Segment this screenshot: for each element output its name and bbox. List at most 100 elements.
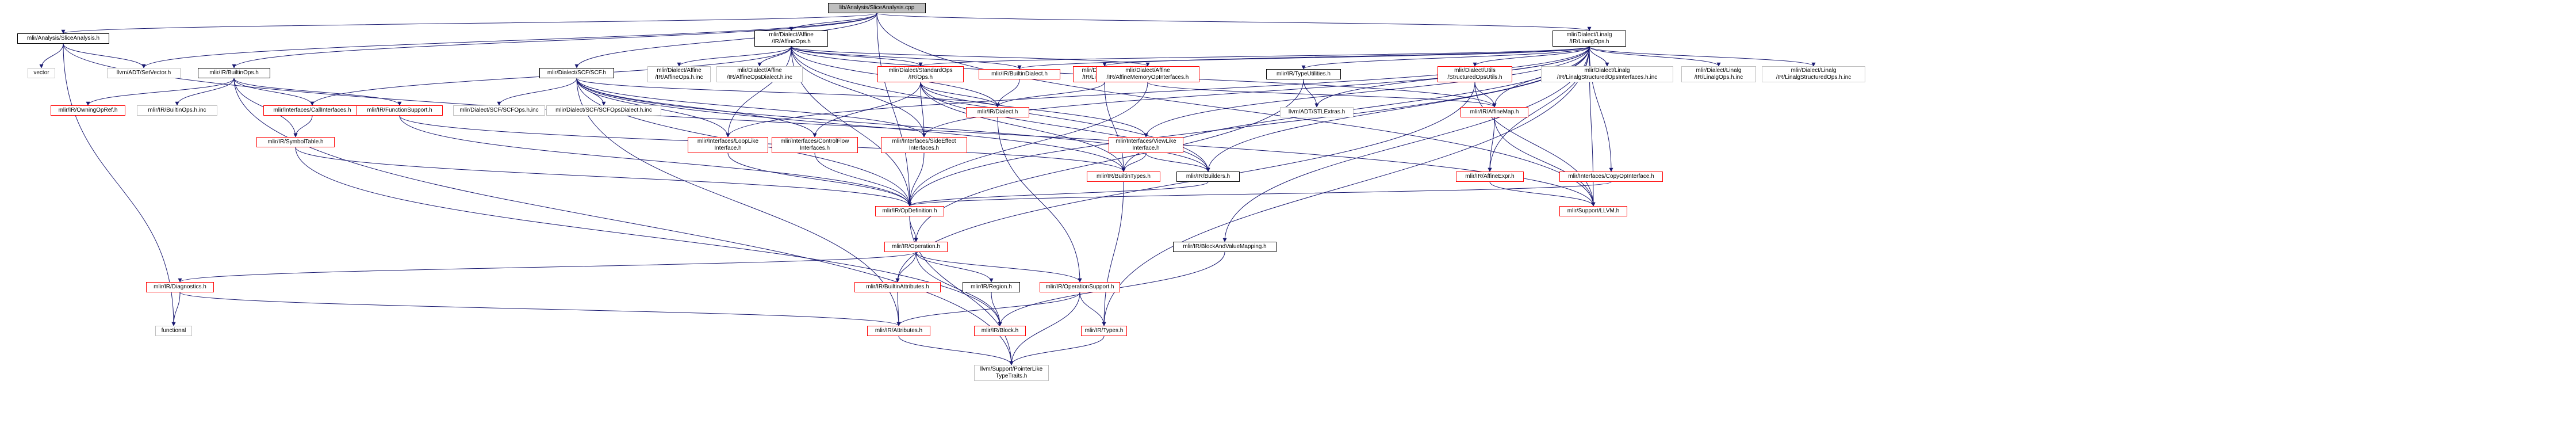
- edge-affineops-to-affinememory: [791, 46, 1150, 67]
- node-callinterfaces[interactable]: mlir/Interfaces/CallInterfaces.h: [263, 105, 361, 116]
- edge-affinemap-to-affineexpr: [1488, 117, 1495, 172]
- node-builtinops[interactable]: mlir/IR/BuiltinOps.h: [198, 68, 270, 78]
- node-dialect[interactable]: mlir/IR/Dialect.h: [966, 107, 1029, 117]
- node-affinememory[interactable]: mlir/Dialect/Affine/IR/AffineMemoryOpInt…: [1096, 66, 1199, 82]
- node-blockandvaluemapping[interactable]: mlir/IR/BlockAndValueMapping.h: [1173, 242, 1276, 252]
- edge-symboltable-to-block: [295, 147, 1002, 326]
- node-opdefinition[interactable]: mlir/IR/OpDefinition.h: [875, 206, 944, 216]
- node-functional[interactable]: functional: [155, 326, 192, 336]
- node-root[interactable]: lib/Analysis/SliceAnalysis.cpp: [828, 3, 926, 13]
- edge-linalgops-to-typeutilities: [1301, 46, 1590, 70]
- node-label: mlir/IR/OperationSupport.h: [1045, 284, 1114, 290]
- node-label: TypeTraits.h: [995, 373, 1028, 379]
- node-functionsupport[interactable]: mlir/IR/FunctionSupport.h: [356, 105, 443, 116]
- edge-affineexpr-to-llvmh: [1489, 181, 1596, 207]
- node-affinemap[interactable]: mlir/IR/AffineMap.h: [1460, 107, 1528, 117]
- node-scfopsdialectinc[interactable]: mlir/Dialect/SCF/SCFOpsDialect.h.inc: [546, 105, 661, 116]
- node-standardops[interactable]: mlir/Dialect/StandardOps/IR/Ops.h: [877, 66, 964, 82]
- edge-sideeffect-to-opdefinition: [907, 153, 925, 207]
- node-affineopsdialectinc[interactable]: mlir/Dialect/Affine/IR/AffineOpsDialect.…: [716, 66, 803, 82]
- node-label: /IR/AffineOps.h: [772, 39, 811, 45]
- node-linalgops[interactable]: mlir/Dialect/Linalg/IR/LinalgOps.h: [1552, 31, 1626, 47]
- node-label: Interface.h: [1132, 145, 1160, 151]
- node-linalgstructinc[interactable]: mlir/Dialect/Linalg/IR/LinalgStructuredO…: [1762, 66, 1865, 82]
- edge-root-to-scf: [574, 13, 877, 68]
- node-label: /IR/LinalgStructuredOps.h.inc: [1776, 74, 1851, 81]
- edge-scf-to-builtintypes: [576, 78, 1126, 172]
- node-attributes[interactable]: mlir/IR/Attributes.h: [867, 326, 930, 336]
- node-builtinattributes[interactable]: mlir/IR/BuiltinAttributes.h: [854, 282, 941, 292]
- edge-structuredopsutils-to-affinemap: [1474, 82, 1497, 108]
- edge-controlflow-to-opdefinition: [814, 153, 912, 207]
- edge-sa-to-llvmh: [63, 43, 1596, 207]
- edge-root-to-llvmh: [876, 13, 1596, 207]
- edge-typeutilities-to-stlextras: [1303, 79, 1319, 108]
- node-owningopref[interactable]: mlir/IR/OwningOpRef.h: [51, 105, 125, 116]
- node-label: mlir/IR/AffineMap.h: [1470, 109, 1519, 115]
- node-scf[interactable]: mlir/Dialect/SCF/SCF.h: [539, 68, 614, 78]
- node-builtindialect[interactable]: mlir/IR/BuiltinDialect.h: [979, 69, 1060, 79]
- edge-root-to-affineops: [789, 13, 877, 31]
- node-label: /IR/LinalgOps.h: [1569, 39, 1609, 45]
- node-label: mlir/IR/Builders.h: [1186, 173, 1230, 180]
- node-vector[interactable]: vector: [28, 68, 55, 78]
- node-linalgstructifinc[interactable]: mlir/Dialect/Linalg/IR/LinalgStructuredO…: [1541, 66, 1673, 82]
- node-scfopsinc[interactable]: mlir/Dialect/SCF/SCFOps.h.inc: [453, 105, 545, 116]
- node-region[interactable]: mlir/IR/Region.h: [963, 282, 1020, 292]
- edge-scf-to-attributes: [576, 78, 901, 326]
- edge-functionsupport-to-opdefinition: [399, 115, 912, 207]
- node-label: Interfaces.h: [799, 145, 830, 151]
- edge-linalgops-to-viewlike: [1144, 46, 1590, 138]
- node-label: Interface.h: [714, 145, 742, 151]
- node-label: llvm/Support/PointerLike: [980, 366, 1043, 372]
- node-operationsupport[interactable]: mlir/IR/OperationSupport.h: [1040, 282, 1120, 292]
- node-affineexpr[interactable]: mlir/IR/AffineExpr.h: [1456, 172, 1524, 182]
- node-typeutilities[interactable]: mlir/IR/TypeUtilities.h: [1266, 69, 1341, 79]
- edge-affinememory-to-opdefinition: [907, 82, 1148, 207]
- edge-root-to-setvector: [141, 13, 877, 68]
- node-types[interactable]: mlir/IR/Types.h: [1081, 326, 1127, 336]
- node-builders[interactable]: mlir/IR/Builders.h: [1176, 172, 1240, 182]
- edge-standardops-to-builders: [920, 82, 1210, 172]
- edge-linalgtypes-to-dialect: [995, 82, 1105, 108]
- node-llvmh[interactable]: mlir/Support/LLVM.h: [1559, 206, 1627, 216]
- node-symboltable[interactable]: mlir/IR/SymbolTable.h: [256, 137, 335, 147]
- edge-diagnostics-to-attributes: [179, 292, 901, 326]
- node-label: llvm/ADT/SetVector.h: [116, 70, 171, 76]
- node-affineopsinc[interactable]: mlir/Dialect/Affine/IR/AffineOps.h.inc: [647, 66, 711, 82]
- edge-standardops-to-sideeffect: [920, 82, 926, 138]
- edge-builtintypes-to-types: [1102, 181, 1124, 326]
- edge-standardops-to-builtintypes: [920, 82, 1126, 172]
- node-sa[interactable]: mlir/Analysis/SliceAnalysis.h: [17, 33, 109, 44]
- node-structuredopsutils[interactable]: mlir/Dialect/Utils/StructuredOpsUtils.h: [1438, 66, 1512, 82]
- node-linalgopsinc[interactable]: mlir/Dialect/Linalg/IR/LinalgOps.h.inc: [1681, 66, 1756, 82]
- node-label: mlir/Dialect/Affine: [657, 67, 702, 74]
- node-copyopinterface[interactable]: mlir/Interfaces/CopyOpInterface.h: [1559, 172, 1663, 182]
- edge-root-to-builtinops: [232, 13, 877, 68]
- node-stlextras[interactable]: llvm/ADT/STLExtras.h: [1280, 107, 1354, 117]
- node-label: mlir/Dialect/Linalg: [1696, 67, 1742, 74]
- edge-builders-to-opdefinition: [907, 181, 1209, 207]
- node-builtinopsinc[interactable]: mlir/IR/BuiltinOps.h.inc: [137, 105, 217, 116]
- node-affineops[interactable]: mlir/Dialect/Affine/IR/AffineOps.h: [754, 31, 828, 47]
- node-label: mlir/Dialect/Linalg: [1791, 67, 1837, 74]
- node-label: mlir/IR/TypeUtilities.h: [1276, 71, 1331, 77]
- edge-sa-to-vector: [39, 43, 64, 68]
- edge-linalgtypes-to-builtintypes: [1104, 82, 1126, 172]
- edge-root-to-linalgops: [876, 13, 1591, 31]
- node-label: vector: [33, 70, 49, 76]
- node-label: mlir/IR/Dialect.h: [977, 109, 1018, 115]
- node-builtintypes[interactable]: mlir/IR/BuiltinTypes.h: [1087, 172, 1160, 182]
- edge-builtinops-to-builtinopsinc: [175, 78, 235, 106]
- node-label: mlir/Dialect/Affine: [737, 67, 782, 74]
- node-operation[interactable]: mlir/IR/Operation.h: [884, 242, 948, 252]
- node-label: /IR/LinalgStructuredOpsInterfaces.h.inc: [1557, 74, 1658, 81]
- node-block[interactable]: mlir/IR/Block.h: [974, 326, 1026, 336]
- node-setvector[interactable]: llvm/ADT/SetVector.h: [107, 68, 181, 78]
- node-diagnostics[interactable]: mlir/IR/Diagnostics.h: [146, 282, 214, 292]
